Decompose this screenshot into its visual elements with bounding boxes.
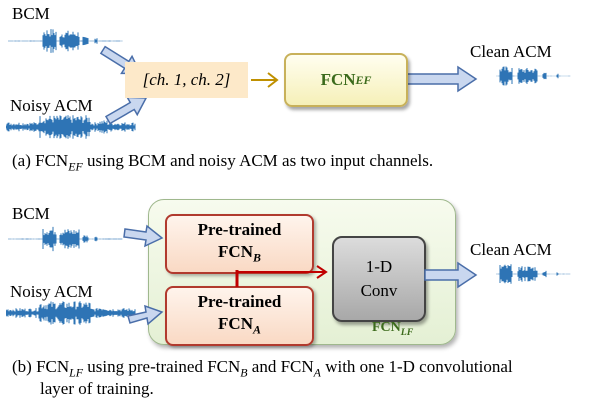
red-merge-arrow xyxy=(235,265,328,287)
top-bcm-label: BCM xyxy=(12,4,50,23)
bottom-bcm-arrow xyxy=(123,224,164,248)
caption-b-mid2: and FCN xyxy=(247,357,314,376)
caption-b-sub1: LF xyxy=(69,365,84,380)
pretrained-b-line1: Pre-trained xyxy=(197,220,282,240)
caption-a-prefix: (a) FCN xyxy=(12,151,69,170)
pretrained-b-sub: B xyxy=(253,250,261,265)
pretrained-b-name: FCN xyxy=(218,242,253,262)
conv-line1: 1-D xyxy=(365,257,393,276)
bottom-bcm-waveform xyxy=(8,226,123,252)
top-noisy-waveform xyxy=(6,115,136,139)
fcn-lf-name: FCN xyxy=(372,320,401,335)
bottom-clean-label: Clean ACM xyxy=(470,240,552,259)
caption-b-sub2: B xyxy=(240,365,248,380)
top-clean-label: Clean ACM xyxy=(470,42,552,61)
caption-a-rest: using BCM and noisy ACM as two input cha… xyxy=(82,151,434,170)
bottom-bcm-label: BCM xyxy=(12,204,50,223)
conv-1d-block: 1-D Conv xyxy=(332,236,426,322)
pretrained-fcn-a-block: Pre-trained FCNA xyxy=(165,286,314,346)
fcn-ef-name: FCN xyxy=(320,70,356,89)
pretrained-fcn-b-block: Pre-trained FCNB xyxy=(165,214,314,274)
caption-a: (a) FCNEF using BCM and noisy ACM as two… xyxy=(12,150,433,177)
top-output-arrow xyxy=(406,65,478,93)
pretrained-a-name: FCN xyxy=(218,314,253,334)
fcn-lf-sub: LF xyxy=(400,326,414,338)
bottom-output-arrow xyxy=(424,261,478,289)
bottom-clean-waveform xyxy=(496,264,571,284)
bottom-noisy-arrow xyxy=(127,304,164,326)
caption-b-line2: layer of training. xyxy=(40,379,154,398)
caption-a-sub: EF xyxy=(68,159,83,174)
caption-b-sub3: A xyxy=(313,365,321,380)
pretrained-a-sub: A xyxy=(253,322,261,337)
top-noisy-label: Noisy ACM xyxy=(10,96,93,115)
fcn-ef-sub: EF xyxy=(355,72,372,87)
bottom-noisy-label: Noisy ACM xyxy=(10,282,93,301)
caption-b-mid1: using pre-trained FCN xyxy=(83,357,241,376)
caption-b: (b) FCNLF using pre-trained FCNB and FCN… xyxy=(12,356,513,383)
top-bcm-waveform xyxy=(8,29,123,53)
conv-line2: Conv xyxy=(360,281,398,300)
caption-b-mid3: with one 1-D convolutional xyxy=(320,357,513,376)
channels-box: [ch. 1, ch. 2] xyxy=(125,62,248,98)
caption-b-prefix: (b) FCN xyxy=(12,357,70,376)
top-gold-arrow xyxy=(251,72,279,88)
fcn-lf-label: FCNLF xyxy=(372,320,413,338)
top-noisy-arrow xyxy=(104,96,148,125)
bottom-noisy-waveform xyxy=(6,301,136,325)
top-clean-waveform xyxy=(496,66,571,86)
pretrained-a-line1: Pre-trained xyxy=(197,292,282,312)
